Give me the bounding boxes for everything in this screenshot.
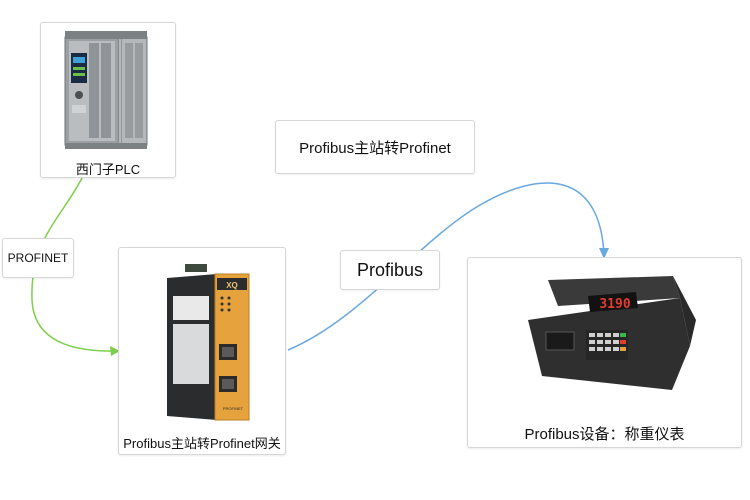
profinet-tag-label: PROFINET <box>7 251 69 265</box>
scale-label: Profibus设备：称重仪表 <box>524 426 685 443</box>
scale-display: 3190 <box>599 297 630 312</box>
profinet-arrowhead <box>110 346 120 356</box>
plc-card: 西门子PLC <box>40 22 176 178</box>
gateway-label: Profibus主站转Profinet网关 <box>123 436 281 451</box>
title-tag: Profibus主站转Profinet <box>275 120 475 174</box>
profinet-tag: PROFINET <box>2 238 74 278</box>
scale-device-image: 3190 <box>528 276 696 390</box>
plc-device-image <box>64 31 148 149</box>
gateway-device-image: XQ <box>167 264 250 421</box>
gateway-panel-text: PROFINET <box>222 406 244 411</box>
title-tag-label: Profibus主站转Profinet <box>299 139 451 157</box>
profibus-arrowhead <box>599 248 609 259</box>
gateway-brand: XQ <box>226 281 238 290</box>
profinet-link <box>31 177 119 352</box>
plc-label: 西门子PLC <box>75 162 141 177</box>
gateway-card: XQ PROFINET Profibus主站转Profinet网关 <box>118 247 286 455</box>
scale-card: 3190 Profibus设备：称重仪表 <box>467 257 742 448</box>
profibus-tag-label: Profibus <box>356 259 424 280</box>
profibus-tag: Profibus <box>340 250 440 290</box>
profibus-link <box>287 182 605 351</box>
